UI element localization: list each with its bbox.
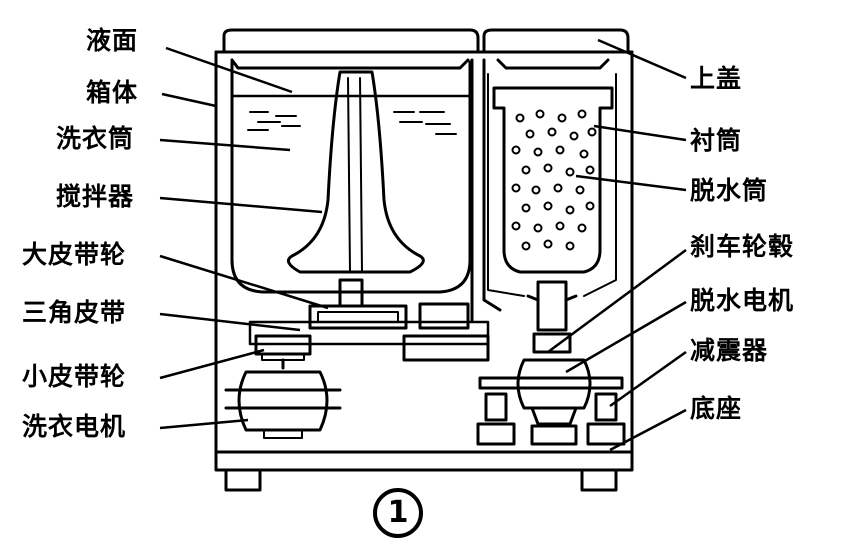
figure-number: 1 bbox=[373, 488, 423, 538]
label-damper: 减震器 bbox=[690, 336, 769, 365]
foot-left bbox=[224, 468, 262, 492]
spin-motor-body bbox=[516, 358, 592, 410]
brake-hub-body bbox=[532, 332, 572, 354]
label-v-belt: 三角皮带 bbox=[22, 298, 127, 327]
cabinet-outline bbox=[214, 50, 634, 472]
label-top-cover: 上盖 bbox=[690, 64, 743, 93]
large-pulley-body bbox=[308, 304, 408, 330]
v-belt-loop bbox=[248, 320, 490, 346]
label-spin-motor: 脱水电机 bbox=[690, 286, 795, 315]
label-small-pulley: 小皮带轮 bbox=[22, 362, 127, 391]
damper-left bbox=[484, 392, 508, 422]
damper-right bbox=[594, 392, 618, 422]
wash-motor-body bbox=[237, 370, 329, 432]
agitator-outline bbox=[286, 70, 425, 274]
foot-right bbox=[580, 468, 618, 492]
label-large-pulley: 大皮带轮 bbox=[22, 240, 127, 269]
label-liner-tub: 衬筒 bbox=[690, 126, 743, 155]
label-wash-tub: 洗衣筒 bbox=[56, 124, 135, 153]
label-wash-motor: 洗衣电机 bbox=[22, 412, 127, 441]
top-cover-left bbox=[222, 28, 480, 54]
label-base: 底座 bbox=[690, 394, 743, 423]
spin-tub-outline bbox=[492, 86, 614, 274]
label-spin-tub: 脱水筒 bbox=[690, 176, 769, 205]
label-cabinet: 箱体 bbox=[86, 78, 139, 107]
label-brake-hub: 刹车轮毂 bbox=[690, 232, 795, 261]
label-agitator: 搅拌器 bbox=[56, 182, 135, 211]
top-cover-right bbox=[482, 28, 630, 54]
label-liquid-surface: 液面 bbox=[86, 26, 139, 55]
mount-plate bbox=[478, 376, 624, 390]
wash-tub-outline bbox=[230, 60, 472, 294]
